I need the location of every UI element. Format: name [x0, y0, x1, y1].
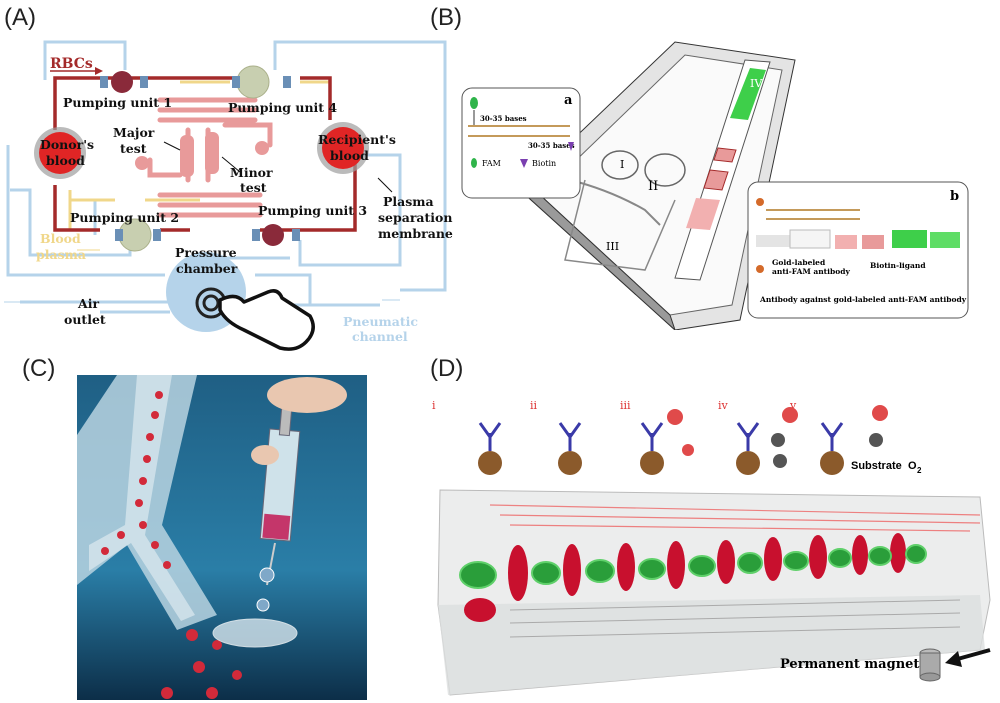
step-ii: ii	[530, 399, 538, 412]
label-pumping-unit-1: Pumping unit 1	[63, 95, 172, 110]
step-v: v	[789, 399, 797, 412]
label-substrate: Substrate	[851, 460, 902, 472]
panel-label-d: (D)	[430, 355, 464, 382]
label-recipient-2: blood	[330, 148, 369, 163]
label-pumping-unit-4: Pumping unit 4	[228, 100, 337, 115]
panel-label-a: (A)	[4, 4, 36, 31]
label-o2: O	[908, 460, 917, 472]
zone-label-ii: II	[648, 179, 658, 194]
zone-label-iv: IV	[750, 77, 763, 90]
label-donor-1: Donor's	[40, 137, 94, 152]
label-major-2: test	[120, 141, 147, 156]
panel-label-c: (C)	[22, 355, 56, 382]
label-pumping-unit-3: Pumping unit 3	[258, 203, 367, 218]
panel-d-diagram: i ii iii iv v Substrate O 2	[432, 399, 991, 696]
label-rbcs: RBCs	[50, 56, 93, 72]
inset-b-gold-1: Gold-labeled	[772, 258, 826, 267]
label-plasma-2: separation	[378, 210, 452, 225]
label-o2-sub: 2	[917, 466, 922, 475]
label-minor-1: Minor	[230, 165, 273, 180]
panel-a-diagram: RBCs Pumping unit 1 Pumping unit 4 Pumpi…	[4, 40, 453, 351]
zone-label-i: I	[620, 158, 624, 171]
inset-a-biotin: Biotin	[532, 159, 556, 168]
label-plasma-3: membrane	[378, 226, 453, 241]
label-blood-plasma-1: Blood	[40, 231, 81, 246]
label-major-1: Major	[113, 125, 155, 140]
label-plasma-1: Plasma	[383, 194, 434, 209]
step-iii: iii	[620, 399, 631, 412]
panel-label-b: (B)	[430, 4, 462, 31]
inset-a-bases-1: 30-35 bases	[480, 114, 527, 123]
inset-a-fam: FAM	[482, 159, 501, 168]
label-pneumatic-2: channel	[352, 329, 408, 344]
label-recipient-1: Recipient's	[318, 132, 396, 147]
label-blood-plasma-2: plasma	[36, 247, 86, 262]
inset-a-label: a	[564, 93, 573, 108]
inset-b-gold-2: anti-FAM antibody	[772, 267, 850, 276]
step-i: i	[432, 399, 436, 412]
label-donor-2: blood	[46, 153, 85, 168]
step-iv: iv	[718, 399, 729, 412]
label-air-1: Air	[77, 296, 99, 311]
label-permanent-magnet: Permanent magnet	[780, 657, 919, 672]
label-pumping-unit-2: Pumping unit 2	[70, 210, 179, 225]
zone-label-iii: III	[606, 240, 619, 253]
inset-b-antibody: Antibody against gold-labeled anti-FAM a…	[759, 295, 967, 304]
label-pressure-2: chamber	[176, 261, 238, 276]
panel-b-diagram: II III IV I a 30-35 bases 30-35 bases FA…	[461, 41, 969, 330]
inset-a-bases-2: 30-35 bases	[528, 141, 575, 150]
panel-c-photo	[77, 375, 367, 700]
label-pressure-1: Pressure	[175, 245, 237, 260]
label-air-2: outlet	[64, 312, 106, 327]
label-pneumatic-1: Pneumatic	[343, 314, 418, 329]
inset-b-label: b	[950, 189, 959, 204]
inset-b-biotin-ligand: Biotin-ligand	[870, 261, 926, 270]
label-minor-2: test	[240, 180, 267, 195]
